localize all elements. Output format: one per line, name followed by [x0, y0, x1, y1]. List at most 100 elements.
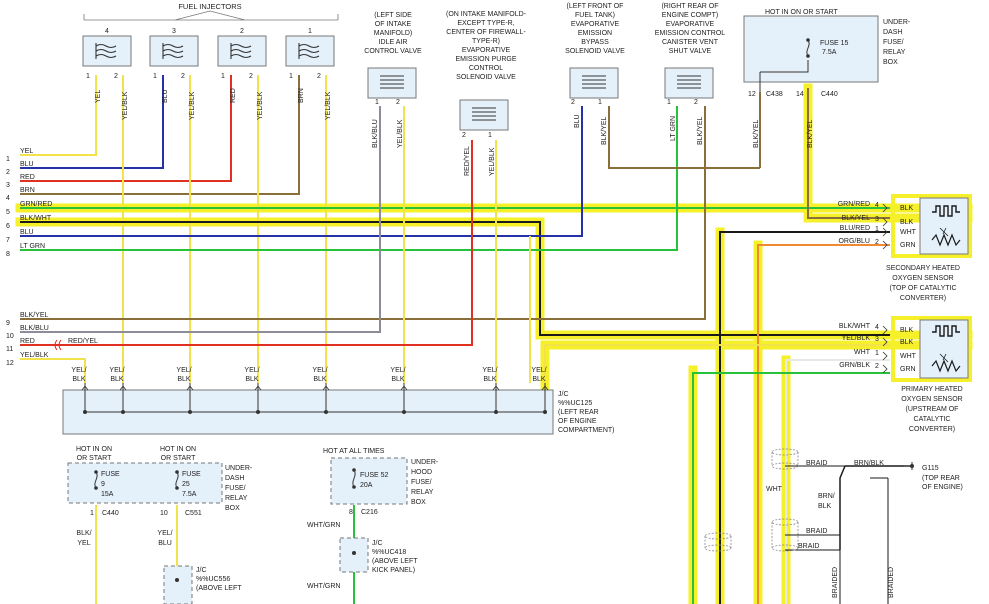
- c440-wire: BLK/YEL: [807, 119, 814, 148]
- splice-dot: [188, 410, 192, 414]
- coil-icon: [298, 43, 320, 59]
- iac-label-line: CONTROL VALVE: [364, 48, 422, 55]
- iac-valve-body: [367, 67, 417, 99]
- fuel-injector-wire1: BLU: [162, 89, 169, 103]
- purge-label-line: EMISSION PURGE: [455, 56, 516, 63]
- purge-w1: RED/YEL: [464, 146, 471, 176]
- fuse-9-hot-line: OR START: [77, 455, 112, 462]
- fuel-injector-pin2: 2: [114, 73, 118, 80]
- jc-pin-label: BLK: [391, 376, 405, 383]
- jc-uc125: YEL/BLKYEL/BLKYEL/BLKYEL/BLKYEL/BLKYEL/B…: [62, 367, 615, 435]
- connector-icon: [400, 385, 408, 391]
- fuse-52-box-label-line: RELAY: [411, 489, 434, 496]
- jc-uc418-wire: WHT/GRN: [307, 583, 340, 590]
- jc-uc125-desc-line: COMPARTMENT): [558, 427, 615, 434]
- jc-uc418-desc-line: J/C: [372, 540, 383, 547]
- fuse-52-conn: C216: [361, 509, 378, 516]
- braid-label-1: BRAID: [806, 460, 827, 467]
- secondary-sensor-label-line: SECONDARY HEATED: [886, 265, 960, 272]
- fuel-injector-pin2: 2: [181, 73, 185, 80]
- wire-number: 11: [6, 346, 13, 353]
- fuel-injector-pin2: 2: [249, 73, 253, 80]
- vent-w2: BLK/YEL: [697, 116, 704, 145]
- purge-pin2: 1: [488, 132, 492, 139]
- iac-coil-icon: [380, 75, 404, 89]
- ground-desc-line: OF ENGINE): [922, 484, 963, 491]
- bypass-label-line: SOLENOID VALVE: [565, 48, 625, 55]
- purge-label-line: CENTER OF FIREWALL-: [446, 29, 526, 36]
- wire-label: RED: [20, 174, 35, 181]
- fuel-injector-number: 2: [240, 28, 244, 35]
- fuse-52-box-label-line: UNDER-: [411, 459, 439, 466]
- c438-wire: BLK/YEL: [753, 119, 760, 148]
- purge-label-line: CONTROL: [469, 65, 503, 72]
- splice-dot: [543, 410, 547, 414]
- wire-yel-blk-pri: [544, 344, 890, 390]
- coil-icon: [230, 43, 252, 59]
- ground-brn-blk: BRN/BLK: [854, 460, 884, 467]
- jc-pin-label: YEL/: [390, 367, 405, 374]
- vent-valve-body: [664, 67, 714, 99]
- fuse-box-top-label-line: RELAY: [883, 49, 906, 56]
- fuse-9-label-line: 15A: [101, 491, 114, 498]
- jc-uc125-desc-line: OF ENGINE: [558, 418, 597, 425]
- wire-number: 1: [6, 156, 10, 163]
- sensor-terminal: BLK: [900, 219, 914, 226]
- fuse-box-top-label-line: BOX: [883, 59, 898, 66]
- fuse-9-conn: C440: [102, 510, 119, 517]
- fuse-25-wire-line: YEL/: [157, 530, 172, 537]
- splice-dot: [494, 410, 498, 414]
- vent-label-line: CANISTER VENT: [662, 39, 719, 46]
- c438-pin: 12: [748, 91, 756, 98]
- fuse-box-top: HOT IN ON OR START FUSE 15 7.5A UNDER-DA…: [743, 9, 911, 148]
- splice-dot: [256, 410, 260, 414]
- connector-icon: [322, 385, 330, 391]
- wire-blu-red: [719, 231, 890, 604]
- fuse-box-top-label-line: UNDER-: [883, 19, 911, 26]
- bypass-label-line: FUEL TANK): [575, 12, 615, 19]
- wire-label: BLK/YEL: [20, 312, 49, 319]
- ground-wht: WHT: [766, 486, 783, 493]
- sensor-pin: 1: [875, 350, 879, 357]
- c440-pin: 14: [796, 91, 804, 98]
- jc-pin-label: YEL/: [109, 367, 124, 374]
- primary-sensor-label-line: (UPSTREAM OF: [906, 406, 959, 413]
- wire-org-blu: [757, 244, 890, 604]
- primary-sensor-label-line: CONVERTER): [909, 426, 955, 433]
- fuel-injector-pin1: 1: [289, 73, 293, 80]
- connector-icon: [492, 385, 500, 391]
- wire-label: YEL: [20, 148, 33, 155]
- secondary-sensor-label-line: CONVERTER): [900, 295, 946, 302]
- terminal-icon: [882, 351, 888, 361]
- wire-blkyel-9: [20, 168, 706, 320]
- jc-pin-label: BLK: [110, 376, 124, 383]
- sensor-pin: 4: [875, 324, 879, 331]
- heater-icon: [932, 325, 960, 337]
- jc-uc125-desc-line: J/C: [558, 391, 569, 398]
- fuse-52-label-line: FUSE 52: [360, 472, 389, 479]
- iac-w2: YEL/BLK: [397, 119, 404, 148]
- fuel-injector-wire2: YEL/BLK: [189, 91, 196, 120]
- purge-pin1: 2: [462, 132, 466, 139]
- jc-pin-label: BLK: [483, 376, 497, 383]
- connector-icon: [81, 385, 89, 391]
- braid-label-3: BRAID: [798, 543, 819, 550]
- iac-label-line: IDLE AIR: [379, 39, 408, 46]
- sensor-pin: 2: [875, 239, 879, 246]
- purge-coil-icon: [472, 107, 496, 121]
- jc-pin-label: YEL/: [244, 367, 259, 374]
- ground-brn-blk-2-line: BRN/: [818, 493, 835, 500]
- jc-pin-label: YEL/: [312, 367, 327, 374]
- ground-desc-line: (TOP REAR: [922, 475, 960, 482]
- wire-label: BLU: [20, 229, 34, 236]
- highlight-sec-box: [891, 194, 972, 258]
- wire-blkyel-fuse15: [807, 88, 890, 219]
- fuel-injector-wire1: YEL: [95, 90, 102, 103]
- sensor-element-icon: [931, 227, 961, 247]
- bypass-label-line: (LEFT FRONT OF: [567, 3, 624, 10]
